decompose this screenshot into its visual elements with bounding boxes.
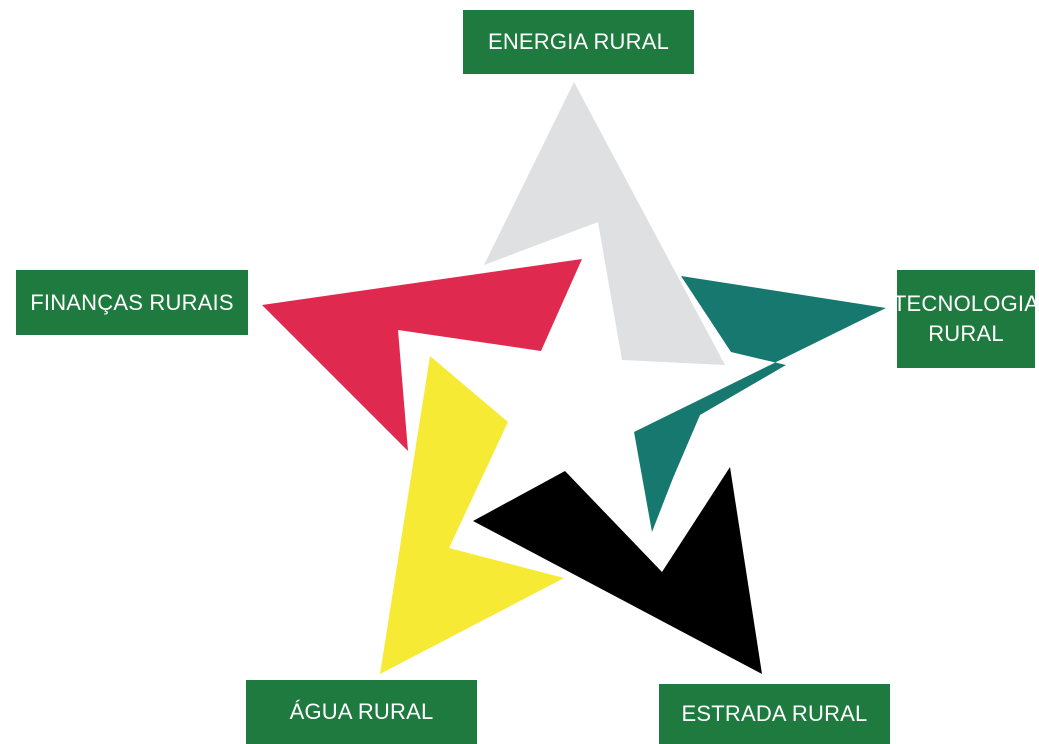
energia-rural-label: ENERGIA RURAL [463,10,694,74]
agua-rural-text: ÁGUA RURAL [289,699,434,724]
estrada-rural-label: ESTRADA RURAL [659,684,890,744]
estrada-arm [473,467,762,674]
estrada-rural-text: ESTRADA RURAL [681,701,868,726]
energia-arm [484,82,725,365]
energia-rural-text: ENERGIA RURAL [487,29,670,54]
tecnologia-rural-text-line2: RURAL [928,321,1004,346]
agua-rural-label: ÁGUA RURAL [246,680,477,744]
financas-arm [262,259,582,451]
agua-arm [380,356,564,674]
financas-rurais-label: FINANÇAS RURAIS [16,270,248,335]
tecnologia-rural-label: TECNOLOGIA RURAL [893,270,1039,368]
financas-rurais-text: FINANÇAS RURAIS [30,289,234,315]
tecnologia-arm [634,276,886,532]
tecnologia-rural-text-line1: TECNOLOGIA [892,291,1039,316]
